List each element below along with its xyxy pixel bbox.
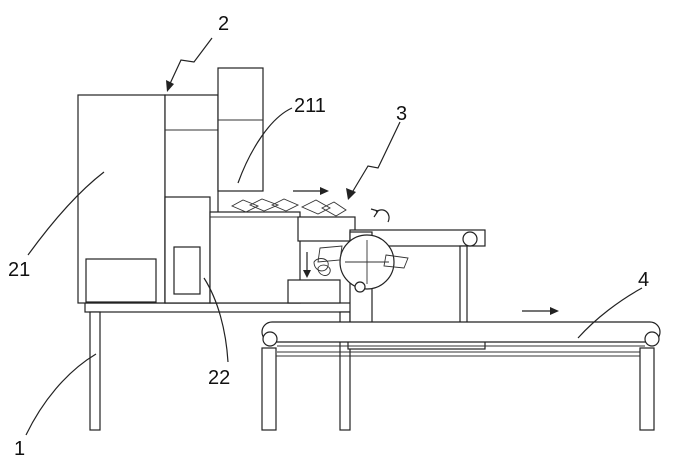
feed-hopper [217,67,264,192]
control-box [173,246,201,295]
label-packing-machine: 2 [218,13,229,35]
leader-lines [25,37,643,436]
label-feed-hopper: 211 [294,95,326,117]
label-machine-housing: 21 [8,259,30,281]
label-turnover-mechanism: 3 [396,103,407,125]
label-conveyor: 4 [638,269,649,291]
conveyor [261,321,661,431]
housing-lower-panel [85,258,157,303]
feed-direction-arrow [293,187,329,195]
label-control-box: 22 [208,367,230,389]
label-machine-frame: 1 [14,438,25,460]
conveyor-direction-arrow [522,307,559,315]
turnover-mechanism [297,208,486,350]
drop-direction-arrow [303,252,311,278]
packing-machine [77,67,347,304]
